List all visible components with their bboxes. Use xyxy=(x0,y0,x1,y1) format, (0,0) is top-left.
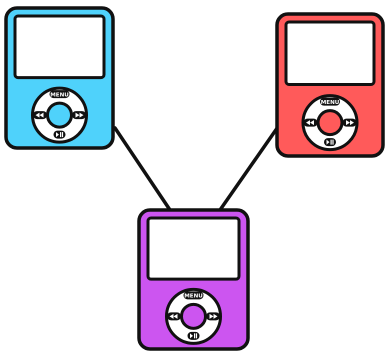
center-select-button[interactable] xyxy=(46,101,73,129)
rewind-icon xyxy=(35,112,40,118)
next-button[interactable] xyxy=(342,118,357,127)
menu-label: MENU xyxy=(184,294,203,300)
ipod-purple: MENU xyxy=(137,208,250,351)
menu-button[interactable]: MENU xyxy=(320,97,340,106)
connections xyxy=(113,122,282,212)
menu-button[interactable]: MENU xyxy=(183,291,204,300)
play-pause-icon xyxy=(56,132,59,138)
menu-label: MENU xyxy=(50,92,69,98)
previous-button[interactable] xyxy=(33,111,47,120)
ipod-screen xyxy=(284,20,376,86)
center-select-button[interactable] xyxy=(316,109,344,137)
connector-blue-to-purple xyxy=(113,126,172,212)
menu-button[interactable]: MENU xyxy=(49,90,70,98)
play-pause-button[interactable] xyxy=(324,138,336,147)
play-pause-button[interactable] xyxy=(53,130,66,139)
ipod-screen xyxy=(13,14,106,80)
rewind-icon xyxy=(306,120,310,126)
previous-button[interactable] xyxy=(167,312,181,321)
previous-button[interactable] xyxy=(303,118,318,127)
play-pause-button[interactable] xyxy=(187,331,200,340)
next-button[interactable] xyxy=(72,111,86,120)
fast-forward-icon xyxy=(346,120,350,126)
fast-forward-icon xyxy=(209,313,214,319)
play-pause-icon xyxy=(326,139,330,145)
rewind-icon xyxy=(169,313,174,319)
next-button[interactable] xyxy=(206,312,220,321)
menu-label: MENU xyxy=(321,100,340,106)
ipod-blue: MENU xyxy=(4,6,115,150)
fast-forward-icon xyxy=(75,112,80,118)
ipod-screen xyxy=(146,216,241,281)
ipod-red: MENU xyxy=(275,12,385,158)
devices: MENU MENU MENU xyxy=(4,6,385,351)
center-select-button[interactable] xyxy=(180,302,207,330)
connector-red-to-purple xyxy=(218,122,282,212)
play-pause-icon xyxy=(190,333,193,339)
